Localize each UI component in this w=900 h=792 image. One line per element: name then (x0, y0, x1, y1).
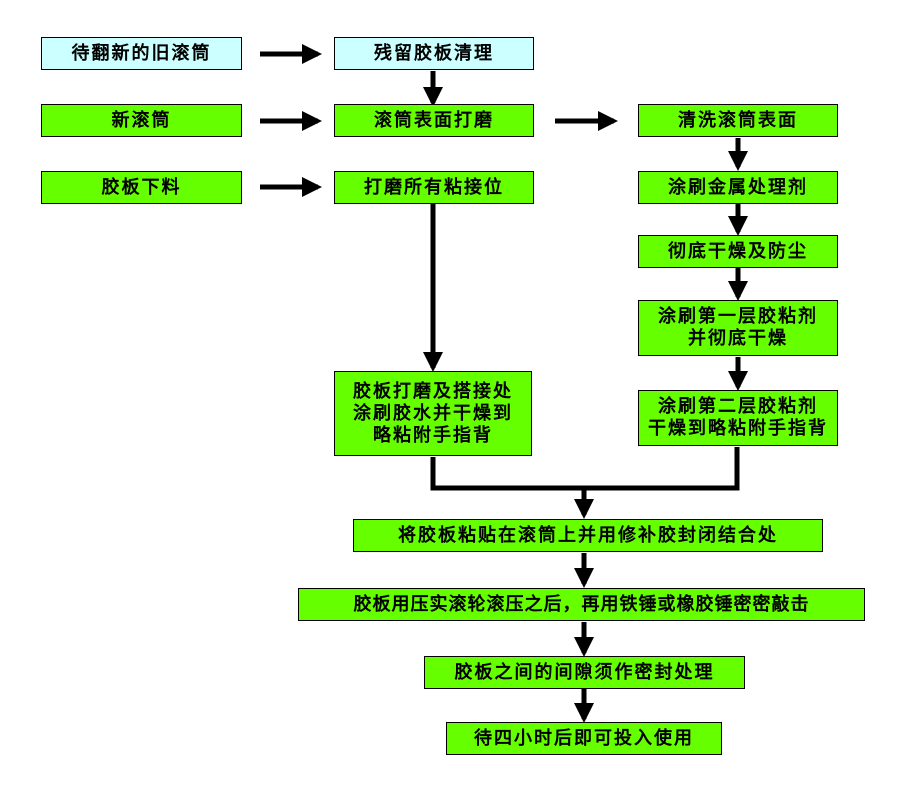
node-sheet-grinding: 胶板打磨及搭接处 涂刷胶水并干燥到 略粘附手指背 (334, 371, 532, 456)
node-dry-dustproof: 彻底干燥及防尘 (638, 235, 838, 268)
node-grind-joints: 打磨所有粘接位 (334, 171, 534, 204)
node-new-roller: 新滚筒 (41, 104, 242, 137)
node-sheet-cutting-label: 胶板下料 (101, 176, 182, 198)
node-grind-joints-label: 打磨所有粘接位 (364, 176, 504, 198)
node-first-adhesive-text: 涂刷第一层胶粘剂 并彻底干燥 (658, 306, 818, 350)
node-residual-cleanup-label: 残留胶板清理 (374, 42, 494, 64)
node-metal-treatment: 涂刷金属处理剂 (638, 171, 838, 204)
node-seal-gaps-label: 胶板之间的间隙须作密封处理 (454, 661, 715, 683)
node-sheet-cutting: 胶板下料 (41, 171, 242, 204)
node-old-roller: 待翻新的旧滚筒 (41, 37, 242, 70)
node-second-adhesive-text: 涂刷第二层胶粘剂 干燥到略粘附手指背 (648, 396, 828, 440)
node-second-adhesive-line-2: 干燥到略粘附手指背 (648, 418, 828, 439)
node-first-adhesive: 涂刷第一层胶粘剂 并彻底干燥 (638, 300, 838, 356)
node-second-adhesive: 涂刷第二层胶粘剂 干燥到略粘附手指背 (638, 390, 838, 446)
node-new-roller-label: 新滚筒 (111, 109, 172, 131)
node-roller-grinding-label: 滚筒表面打磨 (374, 109, 494, 131)
node-press-sheet-label: 胶板用压实滚轮滚压之后，再用铁锤或橡胶锤密密敲击 (353, 593, 810, 615)
node-wash-surface: 清洗滚筒表面 (638, 104, 838, 137)
node-wash-surface-label: 清洗滚筒表面 (678, 109, 798, 131)
node-old-roller-label: 待翻新的旧滚筒 (71, 42, 212, 64)
node-second-adhesive-line-1: 涂刷第二层胶粘剂 (658, 396, 818, 417)
node-sheet-grinding-line-3: 略粘附手指背 (373, 424, 493, 446)
node-seal-gaps: 胶板之间的间隙须作密封处理 (424, 656, 745, 689)
node-sheet-grinding-line-2: 涂刷胶水并干燥到 (353, 402, 513, 424)
node-dry-dustproof-label: 彻底干燥及防尘 (668, 240, 808, 262)
node-wait-use: 待四小时后即可投入使用 (446, 722, 722, 755)
node-bond-sheet: 将胶板粘贴在滚筒上并用修补胶封闭结合处 (353, 519, 823, 552)
node-first-adhesive-line-2: 并彻底干燥 (688, 328, 788, 349)
node-sheet-grinding-line-1: 胶板打磨及搭接处 (353, 380, 513, 402)
node-first-adhesive-line-1: 涂刷第一层胶粘剂 (658, 306, 818, 327)
node-bond-sheet-label: 将胶板粘贴在滚筒上并用修补胶封闭结合处 (398, 524, 778, 546)
node-wait-use-label: 待四小时后即可投入使用 (474, 727, 694, 749)
node-residual-cleanup: 残留胶板清理 (334, 37, 534, 70)
node-sheet-grinding-text: 胶板打磨及搭接处 涂刷胶水并干燥到 略粘附手指背 (353, 381, 513, 447)
node-roller-grinding: 滚筒表面打磨 (334, 104, 534, 137)
node-metal-treatment-label: 涂刷金属处理剂 (668, 176, 808, 198)
node-press-sheet: 胶板用压实滚轮滚压之后，再用铁锤或橡胶锤密密敲击 (298, 588, 865, 621)
